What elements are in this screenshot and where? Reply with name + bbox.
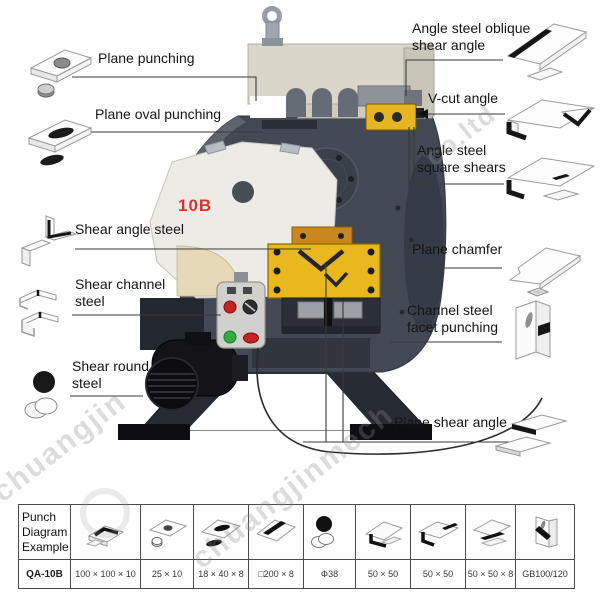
plane-oval-punching-die-icon [27, 119, 93, 166]
callout-angle-steel-square-shears: Angle steel square shears [417, 142, 506, 175]
machine-model-label: 10B [178, 196, 213, 215]
angle-shear-die-icon [364, 521, 404, 548]
callout-channel-steel-facet-punching: Channel steel facet punching [407, 302, 499, 335]
angle-steel-oblique-shear-icon [506, 23, 588, 81]
plane-shear-angle-icon [494, 414, 568, 457]
angle-vcut-die-icon [417, 521, 460, 547]
plate-shear-die-icon [255, 519, 297, 542]
callout-plane-punching: Plane punching [98, 50, 195, 66]
plane-punching-die-icon [29, 49, 93, 98]
channel-shear-die-icon [535, 516, 558, 548]
round-hole-punch-die-icon-cell [141, 505, 194, 560]
pendant-red-button [223, 300, 237, 314]
pendant-stop-button [243, 332, 259, 344]
callout-shear-channel-steel: Shear channel steel [75, 276, 166, 309]
pendant-green-button [223, 330, 237, 344]
lifting-eye-bolt [262, 6, 283, 46]
callout-plane-chamfer: Plane chamfer [412, 241, 503, 257]
spec-table-model: QA-10B [19, 560, 71, 588]
plane-chamfer-icon [508, 247, 582, 297]
spec-table-header: Punch Diagram Example [19, 505, 71, 560]
angle-shear-die-icon-cell [356, 505, 411, 560]
spec-round-bar: Φ38 [304, 560, 356, 588]
shear-round-steel-icon [24, 371, 58, 419]
angle-vcut-die-icon-cell [411, 505, 466, 560]
punch-spec-table: Punch Diagram Example [18, 504, 575, 589]
round-bar-shear-die-icon-cell [304, 505, 356, 560]
plate-shear-die-icon-cell [249, 505, 304, 560]
channel-shear-die-icon-cell [516, 505, 574, 560]
callout-v-cut-angle: V-cut angle [428, 90, 499, 106]
spec-angle-shear: 50 × 50 [356, 560, 411, 588]
angle-square-shear-die-icon-cell [466, 505, 516, 560]
die-table-yellow-plate [267, 226, 381, 334]
spec-angle-vcut: 50 × 50 [411, 560, 466, 588]
shear-channel-steel-icon [19, 289, 59, 338]
spec-square-shear: 50 × 50 × 8 [466, 560, 516, 588]
callout-angle-steel-oblique-shear-angle: Angle steel oblique shear angle [412, 20, 531, 53]
angle-steel-die-icon [85, 525, 124, 547]
round-hole-punch-die-icon [148, 519, 188, 547]
spec-round-hole: 25 × 10 [141, 560, 194, 588]
spec-oval-hole: 18 × 40 × 8 [194, 560, 249, 588]
callout-plane-shear-angle: Plane shear angle [394, 414, 507, 430]
angle-steel-die-icon-cell [71, 505, 141, 560]
v-cut-angle-icon [506, 99, 596, 141]
channel-steel-facet-punching-icon [515, 300, 551, 360]
electric-motor [145, 332, 248, 411]
callout-plane-oval-punching: Plane oval punching [95, 106, 222, 122]
callout-lines [70, 59, 512, 443]
control-pendant [216, 272, 266, 349]
spec-angle-steel: 100 × 100 × 10 [71, 560, 141, 588]
angle-steel-square-shears-icon [506, 157, 596, 201]
oval-hole-punch-die-icon [200, 519, 242, 547]
v-cut-die-block [365, 103, 424, 131]
callout-shear-round-steel: Shear round steel [72, 358, 150, 391]
callout-shear-angle-steel: Shear angle steel [75, 221, 184, 237]
spec-plate-shear: □200 × 8 [249, 560, 304, 588]
power-cable [256, 347, 543, 455]
round-bar-shear-die-icon [310, 516, 334, 548]
angle-square-shear-die-icon [472, 519, 511, 547]
shear-angle-steel-icon [20, 215, 78, 267]
spec-channel-shear: GB100/120 [522, 569, 568, 579]
oval-hole-punch-die-icon-cell [194, 505, 249, 560]
